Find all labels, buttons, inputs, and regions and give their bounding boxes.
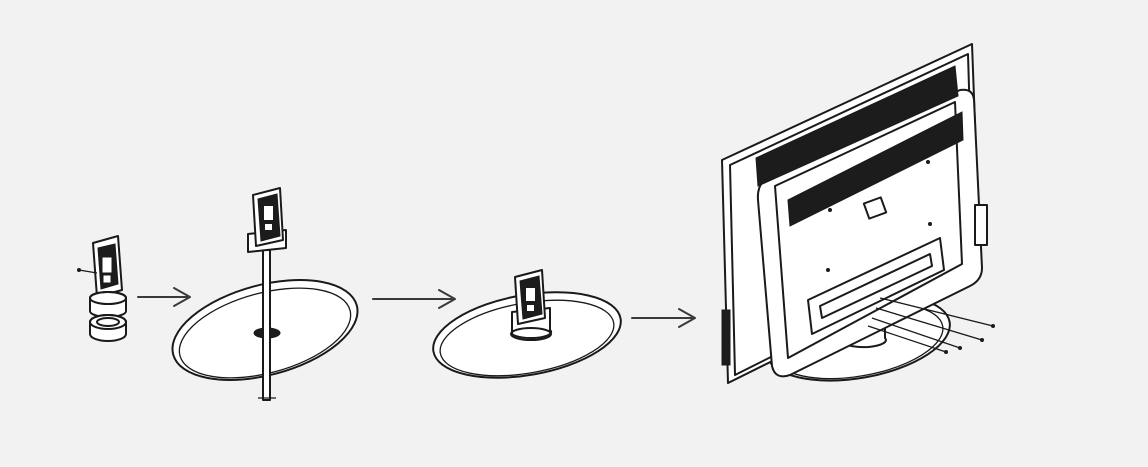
- side-panel: [974, 204, 988, 246]
- screw-icon: [871, 317, 961, 349]
- step-3-assembled-stand: [432, 269, 622, 379]
- step-1-parts: [77, 235, 127, 342]
- screw-icon: [879, 297, 994, 327]
- stand-mount-bracket: [807, 237, 945, 335]
- tv-rear-panel: [721, 43, 988, 384]
- neck-pole: [262, 249, 271, 401]
- mounting-screws: [867, 297, 995, 354]
- screw-icon: [875, 307, 983, 341]
- stand-ring: [89, 314, 127, 342]
- screw-icon: [867, 325, 947, 353]
- screw-head-icon: [77, 268, 81, 272]
- step-4-tv-rear-with-stand: [721, 43, 995, 384]
- rear-vent-top: [787, 111, 964, 227]
- stand-collar: [89, 291, 127, 318]
- vesa-plate: [862, 196, 888, 220]
- screw-icon: [78, 269, 98, 274]
- arrow-right-icon: [372, 289, 456, 309]
- side-edge: [721, 309, 731, 366]
- rear-vent-upper: [755, 65, 959, 187]
- arrow-right-icon: [631, 308, 696, 328]
- stand-neck-bracket: [92, 235, 123, 298]
- arrow-right-icon: [137, 287, 191, 307]
- step-2-neck-through-base: [171, 187, 359, 401]
